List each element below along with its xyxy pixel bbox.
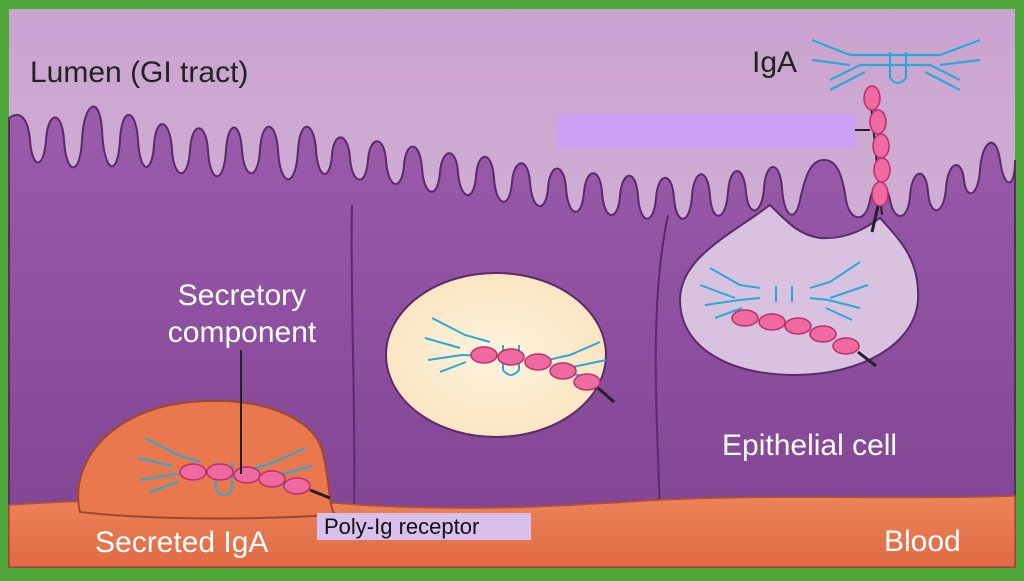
label-lumen: Lumen (GI tract): [30, 56, 248, 89]
redaction-box: [557, 114, 855, 148]
label-secreted-iga: Secreted IgA: [95, 526, 268, 559]
label-blood: Blood: [884, 525, 961, 558]
iga-dimer-lumen: [811, 38, 981, 91]
poly-ig-label-bg: [317, 513, 531, 540]
cell-boundary-right: [654, 214, 669, 511]
poly-ig-receptor-chain-lumen: [863, 85, 891, 233]
label-iga: IgA: [752, 46, 797, 79]
iga-in-transport-vesicle: [424, 317, 615, 404]
cell-boundary-left: [350, 204, 356, 521]
label-secretory-line1: Secretory: [178, 279, 306, 312]
label-epithelial-cell: Epithelial cell: [722, 429, 897, 462]
label-secretory-line2: component: [168, 316, 317, 349]
secretion-bulge: [77, 399, 337, 520]
iga-in-fusing-vesicle: [699, 261, 877, 368]
label-poly-ig-receptor: Poly-Ig receptor: [324, 514, 479, 539]
fusing-vesicle: [678, 203, 920, 377]
